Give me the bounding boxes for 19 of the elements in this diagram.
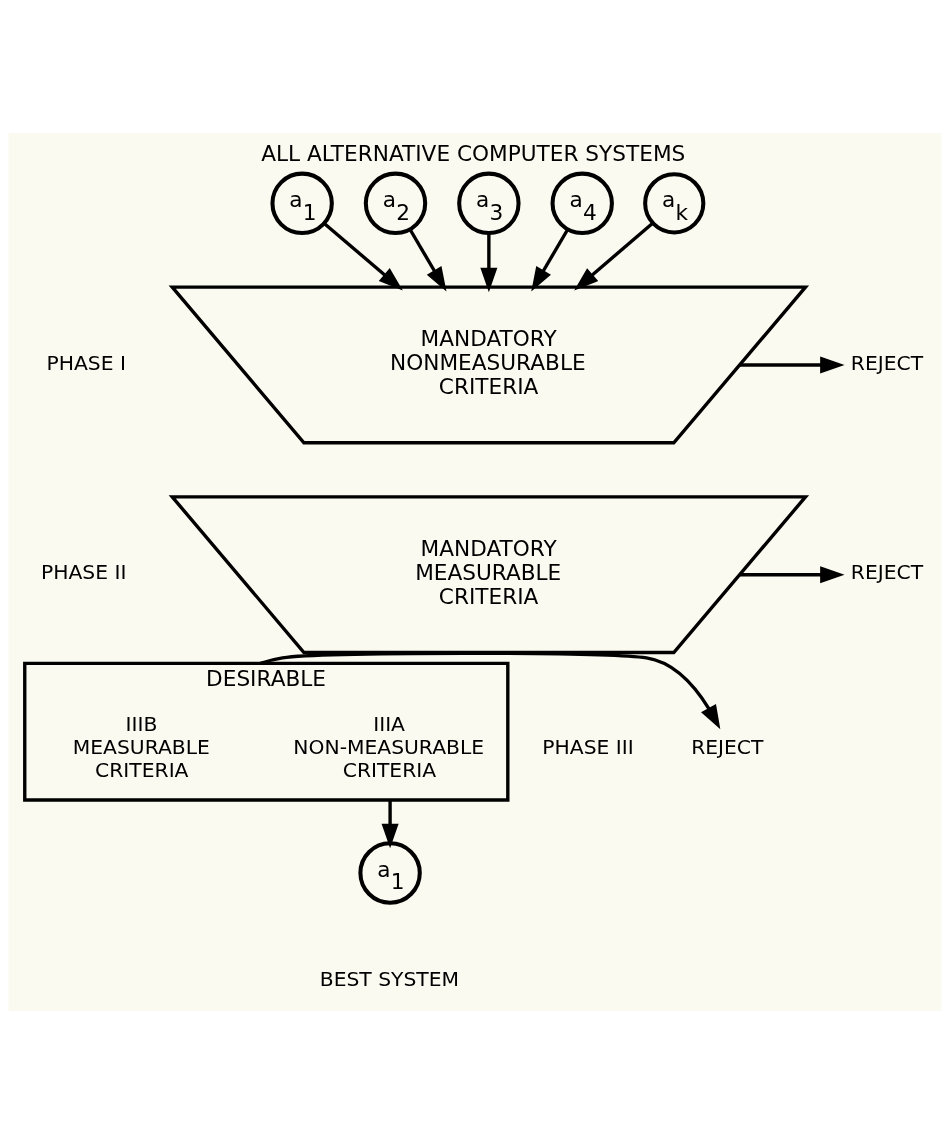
- node-label: PHASE III: [542, 734, 634, 759]
- arrow: [260, 651, 721, 729]
- arrow: [739, 565, 845, 583]
- node-text: REJECT: [850, 350, 924, 375]
- node-label: PHASE II: [41, 559, 127, 584]
- arrow: [574, 221, 654, 290]
- arrow: [323, 221, 403, 290]
- node-text: IIIB MEASURABLE CRITERIA: [72, 711, 210, 782]
- arrow: [381, 799, 399, 848]
- arrow: [739, 355, 845, 374]
- node-text: IIIA NON-MEASURABLE CRITERIA: [293, 711, 485, 782]
- node-label: PHASE I: [46, 350, 126, 375]
- arrow: [531, 228, 570, 291]
- node-text: REJECT: [691, 734, 764, 759]
- diagram-title: ALL ALTERNATIVE COMPUTER SYSTEMS: [261, 140, 686, 166]
- arrow: [480, 232, 498, 292]
- node-label: BEST SYSTEM: [319, 966, 460, 991]
- arrow: [408, 228, 447, 291]
- node-text: REJECT: [850, 559, 924, 584]
